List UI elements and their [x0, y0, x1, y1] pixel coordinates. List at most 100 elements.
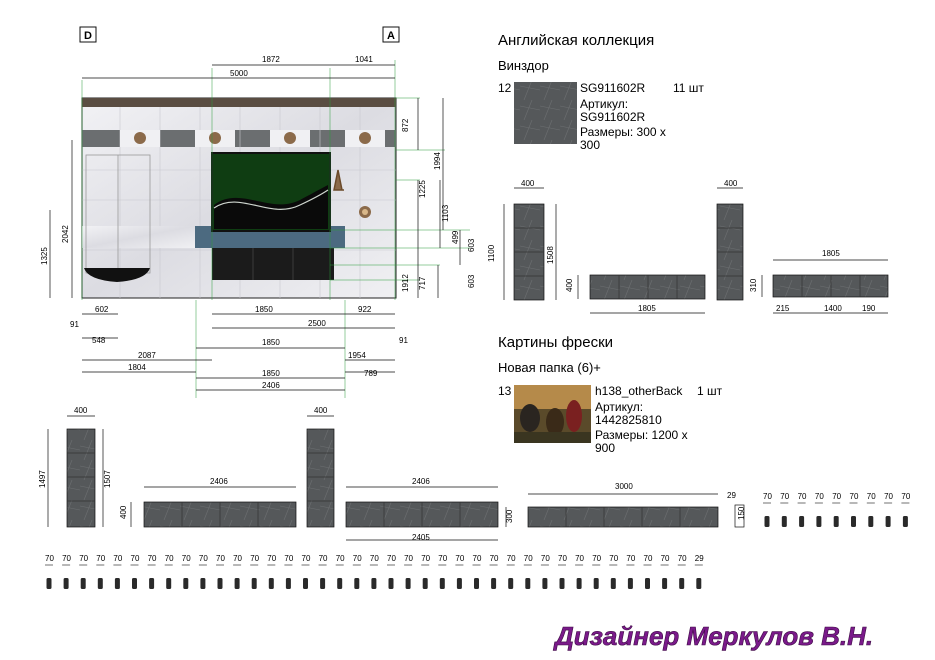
- small-tile-piece: [183, 578, 189, 589]
- small-tile-piece: [251, 578, 257, 589]
- small-tile-piece: [46, 578, 52, 589]
- material-size-label: Размеры: 300 х: [580, 125, 666, 139]
- dim-r4-1400: 1400: [824, 304, 842, 313]
- subcollection-title: Винздор: [498, 58, 549, 73]
- small-tile-piece: [525, 578, 531, 589]
- small-tile-piece: [354, 578, 360, 589]
- dim-right-499: 499: [451, 230, 460, 244]
- piece-width-label: 70: [541, 554, 550, 563]
- piece-width-label: 70: [404, 554, 413, 563]
- small-tile-piece: [80, 578, 86, 589]
- dim-r4-215: 215: [776, 304, 790, 313]
- material-swatch: [514, 82, 577, 144]
- dim-b1-400: 400: [74, 406, 88, 415]
- dim-b4-2406: 2406: [412, 477, 430, 486]
- dim-top-1041: 1041: [355, 55, 373, 64]
- dim-right-872: 872: [401, 118, 410, 132]
- dim-r1-1508: 1508: [546, 246, 555, 264]
- piece-width-label: 70: [45, 554, 54, 563]
- piece-width-label: 70: [353, 554, 362, 563]
- dim-right-1994: 1994: [433, 152, 442, 170]
- dim-r3-310: 310: [749, 278, 758, 292]
- fresco-qty: 1 шт: [697, 384, 723, 398]
- small-tile-piece: [234, 578, 240, 589]
- small-tile-piece: [885, 516, 891, 527]
- piece-width-label: 70: [267, 554, 276, 563]
- fresco-info: Картины фрески Новая папка (6)+ 13 h138_…: [498, 334, 723, 455]
- fresco-index: 13: [498, 384, 512, 398]
- piece-width-label: 70: [387, 554, 396, 563]
- small-tile-piece: [902, 516, 908, 527]
- small-tile-piece: [593, 578, 599, 589]
- dim-b3-400: 400: [314, 406, 328, 415]
- material-article: SG911602R: [580, 110, 645, 124]
- dim-b1-1507: 1507: [103, 470, 112, 488]
- small-tile-piece: [285, 578, 291, 589]
- piece-width-label: 70: [79, 554, 88, 563]
- fresco-image: [514, 385, 591, 443]
- piece-width-label: 70: [62, 554, 71, 563]
- small-tile-piece: [627, 578, 633, 589]
- wall-top-beam: [82, 98, 396, 107]
- piece-width-label: 70: [336, 554, 345, 563]
- material-qty: 11 шт: [673, 81, 704, 95]
- piece-width-label: 70: [626, 554, 635, 563]
- small-tile-piece: [200, 578, 206, 589]
- wall-elevation: D A: [40, 26, 476, 398]
- material-size-value: 300: [580, 138, 600, 152]
- small-tile-piece: [610, 578, 616, 589]
- dim-r4-190: 190: [862, 304, 876, 313]
- dim-left-2042: 2042: [61, 225, 70, 243]
- dim-bottom-1804: 1804: [128, 363, 146, 372]
- dim-bottom-602: 602: [95, 305, 109, 314]
- fresco-article-label: Артикул:: [595, 400, 643, 414]
- small-tile-piece: [320, 578, 326, 589]
- beam-piece-2: [589, 274, 706, 300]
- fresco-size-label: Размеры: 1200 х: [595, 428, 688, 442]
- small-tile-piece: [491, 578, 497, 589]
- dim-left-1325: 1325: [40, 247, 49, 265]
- piece-width-label: 70: [370, 554, 379, 563]
- dim-right-1912: 1912: [401, 274, 410, 292]
- small-tile-piece: [217, 578, 223, 589]
- small-tile-piece: [662, 578, 668, 589]
- piece-width-label: 70: [421, 554, 430, 563]
- bottom-column-1: [66, 428, 96, 528]
- small-tile-piece: [868, 516, 874, 527]
- small-tile-piece: [303, 578, 308, 589]
- tile-layout-right: [503, 187, 889, 314]
- dim-b1-1497: 1497: [38, 470, 47, 488]
- piece-width-label: 70: [302, 554, 311, 563]
- small-tile-piece: [456, 578, 462, 589]
- tv-wave: [214, 185, 328, 229]
- piece-width-label: 70: [575, 554, 584, 563]
- small-tile-piece: [781, 516, 787, 527]
- piece-width-label: 70: [867, 492, 876, 501]
- piece-width-label: 70: [438, 554, 447, 563]
- dim-r1-1100: 1100: [487, 244, 496, 262]
- small-tile-piece: [422, 578, 428, 589]
- small-tile-piece: [508, 578, 514, 589]
- piece-width-label: 70: [798, 492, 807, 501]
- dim-b4-2405: 2405: [412, 533, 430, 542]
- piece-width-label: 70: [199, 554, 208, 563]
- piece-width-label: 70: [473, 554, 482, 563]
- piece-width-label: 70: [233, 554, 242, 563]
- dim-b2-2406: 2406: [210, 477, 228, 486]
- dim-top-1872: 1872: [262, 55, 280, 64]
- small-tile-piece: [63, 578, 69, 589]
- dim-bottom-548: 548: [92, 336, 106, 345]
- dim-r4-1805: 1805: [822, 249, 840, 258]
- dim-bottom-91b: 91: [399, 336, 408, 345]
- small-tile-piece: [576, 578, 582, 589]
- dim-right-1103: 1103: [441, 204, 450, 222]
- bottom-column-3: [306, 428, 335, 528]
- wall-corner-box-a: [382, 26, 400, 43]
- dim-r2-1805: 1805: [638, 304, 656, 313]
- dim-bottom-1850b: 1850: [262, 338, 280, 347]
- dim-bottom-2087: 2087: [138, 351, 156, 360]
- small-tile-piece: [405, 578, 411, 589]
- piece-width-label: 70: [507, 554, 516, 563]
